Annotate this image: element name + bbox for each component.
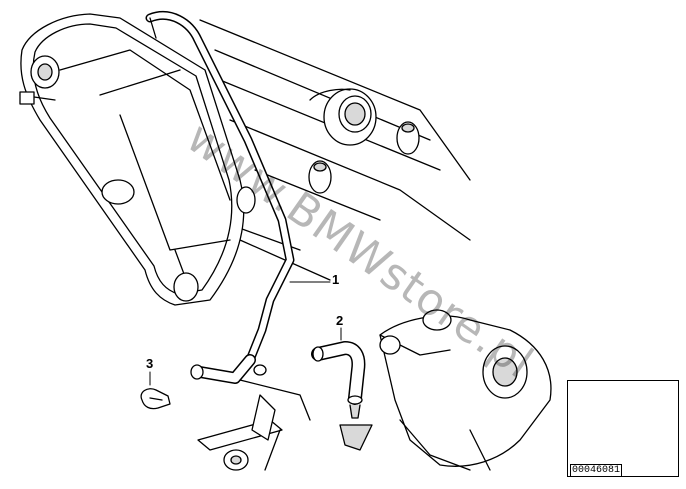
callout-3: 3: [146, 356, 154, 371]
hose-elbow: [311, 341, 373, 451]
valve-cover: [19, 13, 245, 306]
leader-lines: [149, 281, 342, 386]
thumbnail-frame: [567, 380, 679, 477]
hose-clip: [140, 388, 171, 410]
filler-cap: [309, 88, 377, 146]
callout-2: 2: [336, 313, 344, 328]
throttle-body: [379, 309, 552, 471]
diagram-id: 00046081: [570, 464, 623, 477]
plug-bosses: [236, 121, 420, 214]
breather-hose: [145, 10, 295, 384]
linkage: [197, 379, 311, 471]
callout-1: 1: [332, 272, 340, 287]
